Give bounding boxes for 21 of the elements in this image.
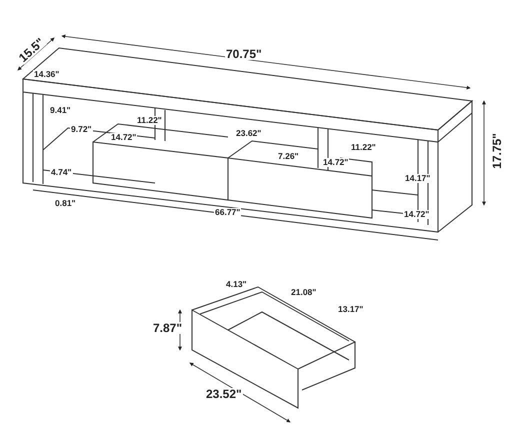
- dimension-label: 23.52": [205, 388, 243, 400]
- dimension-label: 66.77": [214, 208, 242, 216]
- dimension-label: 0.81": [54, 199, 77, 208]
- dimension-label: 17.75": [490, 132, 503, 170]
- dimension-label: 70.75": [225, 48, 263, 60]
- dimension-label: 14.17": [404, 174, 432, 182]
- dimension-label: 14.72": [110, 133, 138, 142]
- dimension-label: 14.36": [33, 70, 60, 78]
- dimension-label: 9.41": [49, 106, 72, 114]
- dimension-label: 9.72": [70, 125, 93, 134]
- dimension-label: 4.74": [50, 168, 73, 176]
- dimension-label: 23.62": [235, 129, 262, 138]
- dimension-label: 7.87": [152, 322, 184, 334]
- dimension-label: 11.22": [136, 116, 163, 124]
- dimension-label: 7.26": [277, 152, 300, 160]
- dimension-label: 21.08": [290, 288, 318, 296]
- dimension-label: 13.17": [337, 305, 364, 314]
- dimension-label: 11.22": [350, 143, 377, 152]
- dimension-label: 14.72": [322, 158, 350, 166]
- dimension-label: 14.72": [403, 210, 430, 218]
- dimension-label: 4.13": [225, 280, 248, 288]
